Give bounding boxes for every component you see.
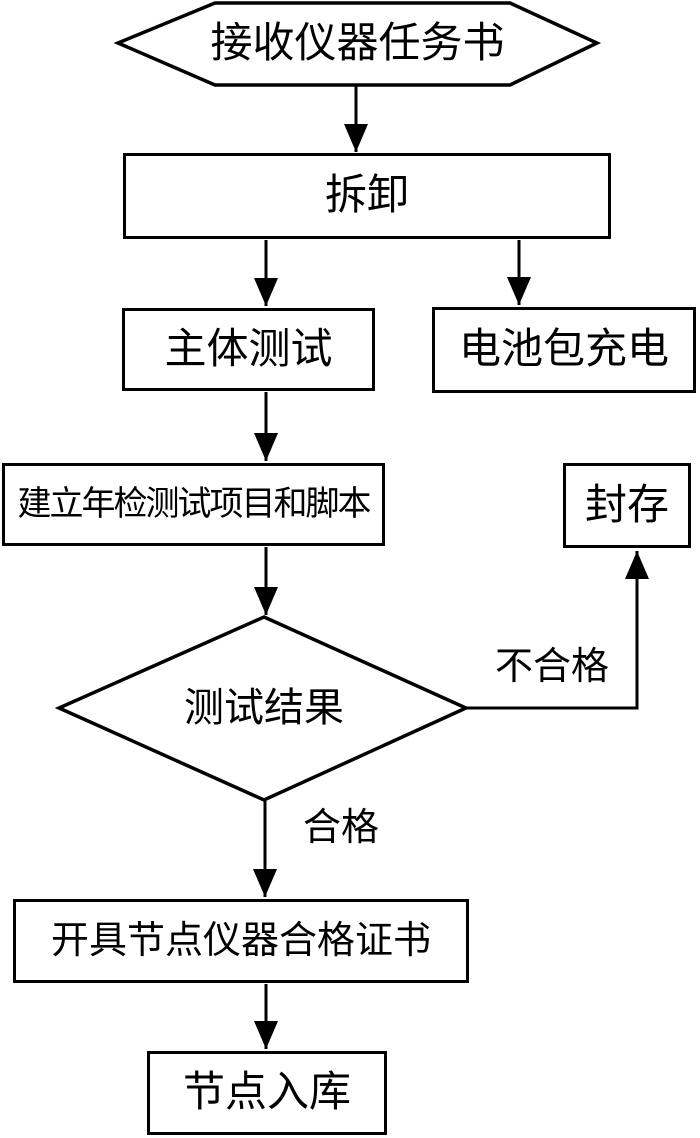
edge-test-result-fail-to-seal (466, 551, 649, 710)
test-result-diamond-shape (54, 615, 471, 802)
receive-task-node-label: 接收仪器任务书 (210, 21, 505, 67)
node-warehouse-node: 节点入库 (147, 1051, 387, 1135)
edge-label-pass: 合格 (300, 807, 382, 849)
issue-certificate-node: 开具节点仪器合格证书 (13, 899, 469, 983)
receive-task-hexagon-shape (113, 1, 602, 87)
battery-pack-charge-node: 电池包充电 (432, 307, 696, 393)
test-result-node-label: 测试结果 (184, 685, 344, 730)
disassemble-node: 拆卸 (123, 153, 611, 239)
main-body-test-node: 主体测试 (122, 308, 375, 391)
seal-storage-node: 封存 (563, 463, 691, 548)
build-test-items-node: 建立年检测试项目和脚本 (2, 463, 385, 546)
edge-label-fail: 不合格 (492, 646, 612, 688)
